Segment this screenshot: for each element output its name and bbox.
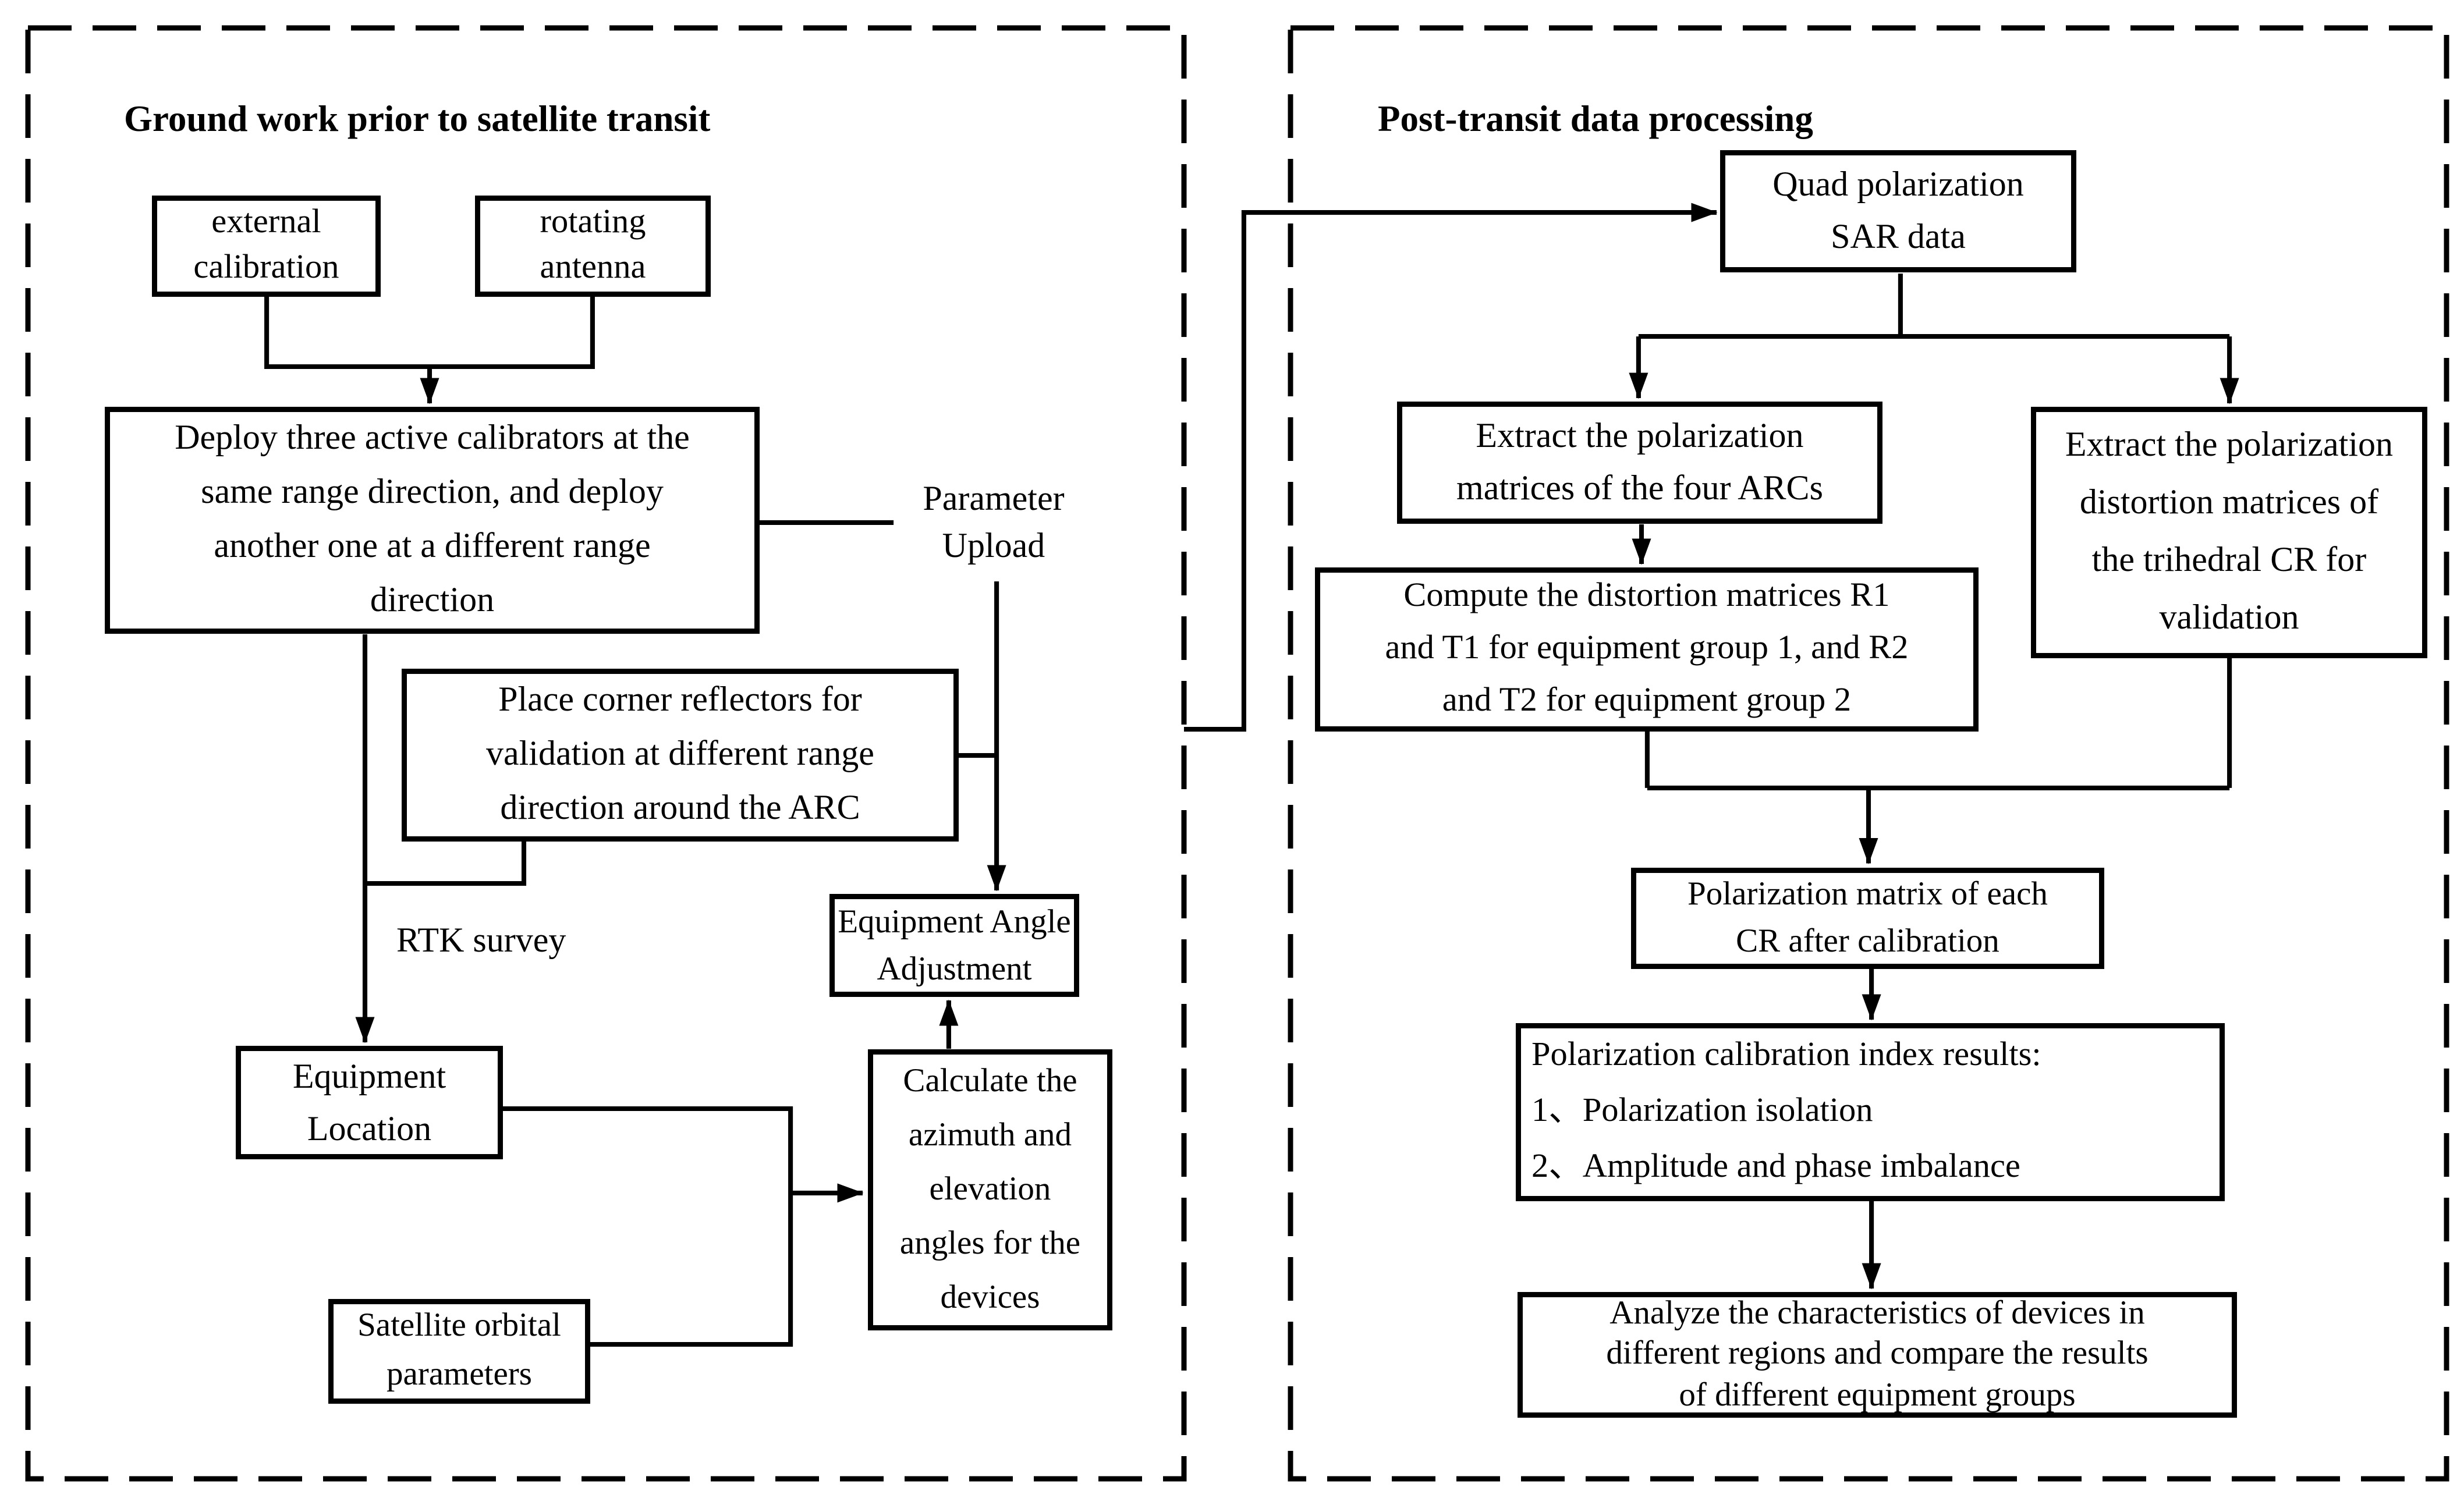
node-polarization-matrix: Polarization matrix of each CR after cal…: [1631, 868, 2104, 969]
left-panel-title: Ground work prior to satellite transit: [124, 98, 711, 140]
node-extract-trihedral: Extract the polarization distortion matr…: [2031, 407, 2427, 658]
node-quad-sar-data: Quad polarization SAR data: [1720, 150, 2076, 272]
left-panel-border: [25, 25, 1187, 1482]
node-rotating-antenna: rotating antenna: [475, 196, 711, 297]
node-external-calibration: external calibration: [152, 196, 381, 297]
node-analyze-characteristics: Analyze the characteristics of devices i…: [1518, 1292, 2237, 1418]
right-panel-title: Post-transit data processing: [1378, 98, 1813, 140]
node-extract-arc-matrices: Extract the polarization matrices of the…: [1397, 402, 1882, 524]
right-panel-border: [1288, 25, 2449, 1482]
node-equipment-location: Equipment Location: [236, 1046, 503, 1159]
node-place-corner-reflectors: Place corner reflectors for validation a…: [402, 669, 959, 842]
connector-to-quad-sar: [1184, 203, 1718, 732]
node-equipment-angle-adjustment: Equipment Angle Adjustment: [829, 894, 1079, 997]
parameter-upload-label: Parameter Upload: [923, 480, 1065, 566]
rtk-survey-label: RTK survey: [396, 922, 566, 960]
connector-merge-top-boxes: [264, 297, 595, 370]
node-satellite-orbital: Satellite orbital parameters: [328, 1299, 590, 1404]
connector-place-cr-to-main-line: [365, 841, 527, 886]
node-compute-distortion: Compute the distortion matrices R1 and T…: [1315, 567, 1979, 732]
node-calibration-index-results: Polarization calibration index results: …: [1516, 1023, 2225, 1201]
connector-eqloc-satellite-elbow: [437, 1106, 793, 1347]
node-deploy-calibrators: Deploy three active calibrators at the s…: [105, 407, 760, 634]
connector-merge-bottom: [1644, 658, 2232, 790]
node-calculate-angles: Calculate the azimuth and elevation angl…: [868, 1049, 1112, 1330]
